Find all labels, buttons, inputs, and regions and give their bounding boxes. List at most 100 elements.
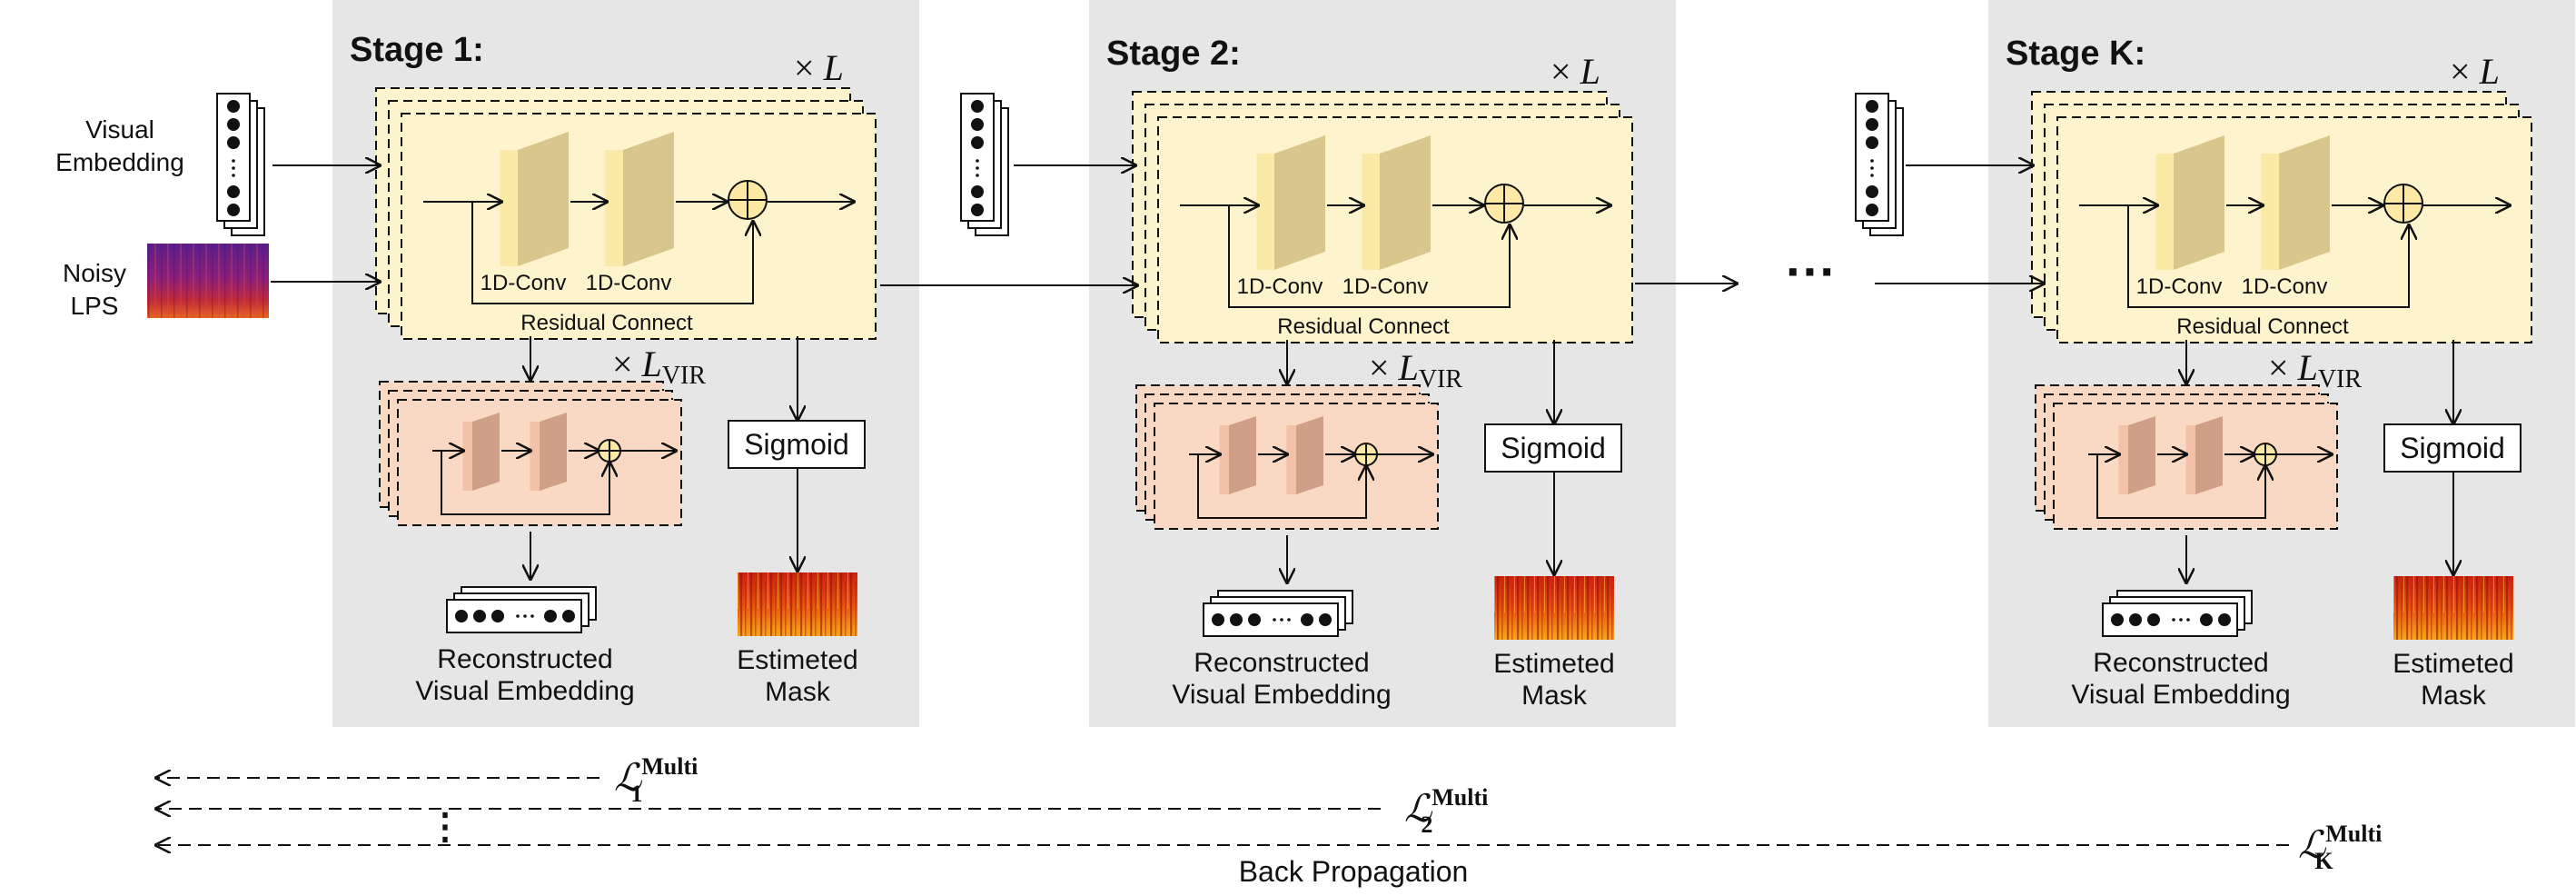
vir-residual-line [2096, 454, 2265, 519]
vir-conv-layer-1-front [1219, 425, 1229, 494]
reconstructed-embedding-stack-dot [1212, 613, 1224, 626]
vir-residual-adder [598, 439, 621, 463]
visual-embedding-stack-ellipsis-dot [232, 166, 235, 170]
conv-layer-2-side [2279, 135, 2330, 270]
conv-layer-1-side [2174, 135, 2224, 270]
sigmoid-box [2383, 423, 2522, 473]
reconstructed-embedding-stack-dot [1248, 613, 1261, 626]
reconstructed-embedding-stack-ellipsis-dot [523, 614, 527, 618]
reconstructed-embedding-stack-dot [2218, 613, 2231, 626]
reconstructed-embedding-stack-dot [2129, 613, 2142, 626]
reconstructed-label: Reconstructed [437, 644, 612, 674]
estimated-mask-label: Estimeted [1493, 649, 1614, 679]
conv-layer-1-side [1274, 135, 1325, 270]
conv-layer-2-front [1362, 154, 1380, 270]
visual-embedding-stack-dot [227, 100, 240, 113]
reconstructed-embedding-stack-dot [2147, 613, 2160, 626]
conv-label: 1D-Conv [2242, 274, 2328, 299]
residual-connection-line [471, 202, 753, 304]
vir-conv-layer-2-front [2185, 425, 2195, 494]
repeat-count-label: × L [794, 47, 844, 88]
estimated-mask-label: Mask [2421, 681, 2487, 711]
residual-connection-line [2127, 205, 2409, 308]
visual-embedding-stack-k-dot [1866, 118, 1878, 131]
reconstructed-label: Visual Embedding [1172, 680, 1391, 710]
reconstructed-embedding-stack-ellipsis-dot [1280, 618, 1283, 622]
vir-repeat-count-label: × LVIR [612, 343, 706, 390]
vir-conv-layer-1-front [462, 422, 472, 491]
conv-layer-1-front [2155, 154, 2174, 270]
visual-embedding-label: Visual [85, 115, 154, 144]
visual-embedding-stack-sheet [216, 93, 251, 222]
reconstructed-embedding-stack-sheet [1203, 602, 1339, 637]
reconstructed-embedding-stack-ellipsis-dot [530, 614, 534, 618]
residual-adder [2383, 184, 2423, 224]
noisy-lps-label: Noisy [63, 259, 126, 287]
reconstructed-embedding-stack-dot [2111, 613, 2124, 626]
visual-embedding-stack-k-ellipsis-dot [1870, 166, 1874, 170]
visual-embedding-stack-k-ellipsis-dot [1870, 159, 1874, 163]
vir-conv-layer-2-side [540, 413, 567, 491]
visual-embedding-stack-k-dot [1866, 185, 1878, 198]
visual-embedding-stack-dot [227, 118, 240, 131]
residual-connect-label: Residual Connect [1277, 314, 1450, 339]
visual-embedding-stack-2-dot [971, 185, 984, 198]
reconstructed-embedding-stack [1203, 590, 1353, 637]
loss-vertical-ellipsis: ⋮ [427, 807, 463, 847]
conv-label: 1D-Conv [586, 271, 672, 295]
visual-embedding-stack-2-dot [971, 136, 984, 149]
estimated-mask-spectrogram-texture [2393, 576, 2513, 640]
visual-embedding-stack-2-sheet [960, 93, 995, 222]
reconstructed-embedding-stack-sheet [446, 599, 582, 633]
vir-residual-adder [2254, 443, 2277, 466]
visual-embedding-stack-k-ellipsis-dot [1870, 174, 1874, 177]
visual-embedding-stack [216, 93, 265, 236]
reconstructed-embedding-stack-ellipsis-dot [1287, 618, 1291, 622]
vir-conv-layer-1-side [1229, 416, 1256, 494]
visual-embedding-stack-k-dot [1866, 100, 1878, 113]
stage-title: Stage K: [2006, 35, 2145, 73]
stage-ellipsis: ··· [1786, 243, 1837, 300]
residual-connect-label: Residual Connect [520, 311, 693, 335]
visual-embedding-stack-ellipsis-dot [232, 174, 235, 177]
conv-layer-2 [1362, 135, 1431, 270]
residual-connect-label: Residual Connect [2176, 314, 2349, 339]
vir-conv-layer-2 [1286, 416, 1323, 494]
visual-embedding-stack-2-dot [971, 100, 984, 113]
visual-embedding-stack-2-ellipsis-dot [976, 166, 979, 170]
visual-embedding-stack-dot [227, 185, 240, 198]
estimated-mask-label: Mask [765, 677, 831, 707]
vir-conv-layer-2-side [2195, 416, 2223, 494]
conv-layer-2 [2261, 135, 2330, 270]
reconstructed-embedding-stack-dot [1301, 613, 1313, 626]
residual-adder [1484, 184, 1524, 224]
vir-residual-line [1197, 454, 1366, 519]
reconstructed-embedding-stack-sheet [2102, 602, 2238, 637]
sigmoid-box [1484, 423, 1622, 473]
reconstructed-embedding-stack-dot [473, 610, 486, 622]
conv-layer-2 [605, 132, 674, 266]
visual-embedding-label: Embedding [55, 148, 184, 176]
visual-embedding-stack-2-ellipsis-dot [976, 174, 979, 177]
reconstructed-embedding-stack-dot [455, 610, 468, 622]
conv-label: 1D-Conv [1342, 274, 1429, 299]
sigmoid-box [728, 420, 866, 469]
vir-conv-layer-1-side [2128, 416, 2155, 494]
sigmoid-label: Sigmoid [744, 428, 849, 461]
estimated-mask-label: Mask [1521, 681, 1588, 711]
reconstructed-label: Reconstructed [2093, 648, 2268, 678]
visual-embedding-stack-k-sheet [1855, 93, 1889, 222]
conv-layer-2-side [1380, 135, 1431, 270]
conv-label: 1D-Conv [481, 271, 567, 295]
vir-residual-adder [1354, 443, 1378, 466]
visual-embedding-stack-k-dot [1866, 204, 1878, 216]
noisy-lps-spectrogram [147, 244, 269, 318]
estimated-mask-spectrogram-texture [738, 572, 857, 636]
